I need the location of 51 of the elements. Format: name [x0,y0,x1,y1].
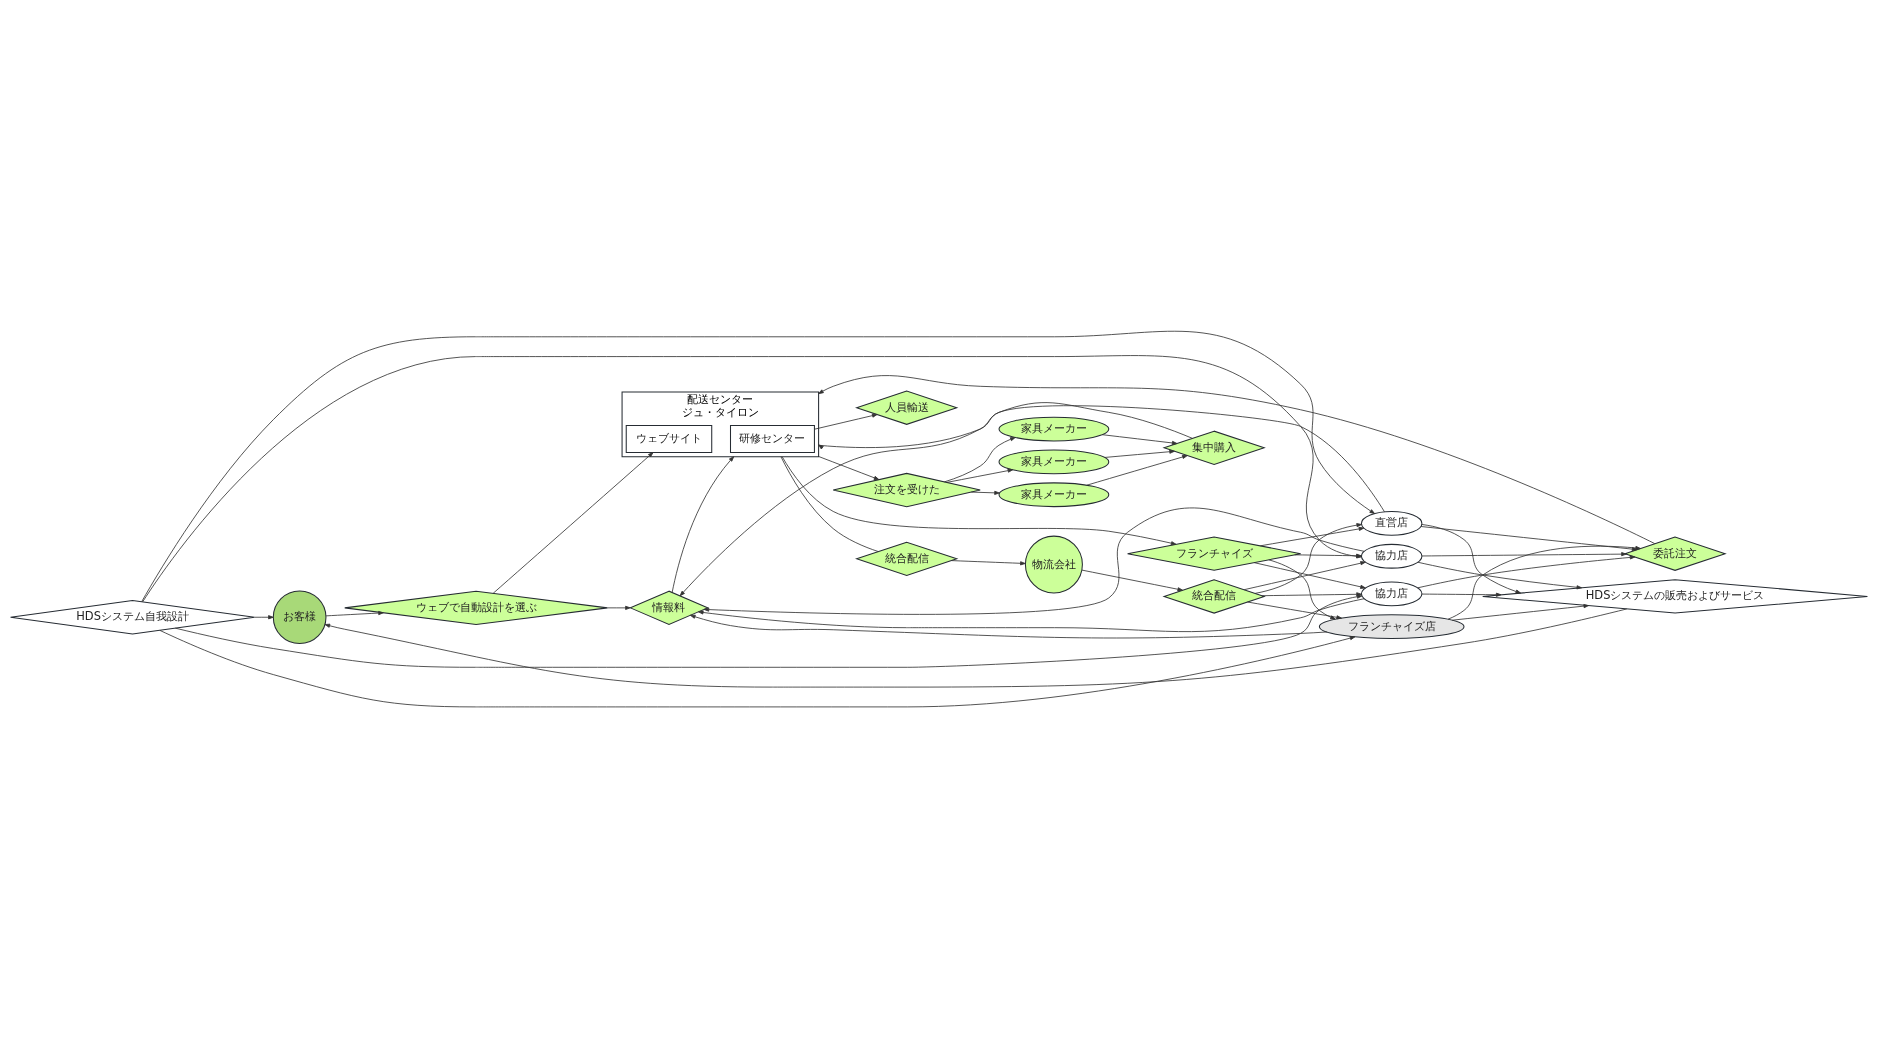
arrow [1259,526,1365,547]
arrow [325,611,384,617]
arrow [1104,449,1175,458]
arrow [174,594,1363,668]
arrow [1417,561,1583,590]
arrow [1253,562,1366,589]
arrow [254,615,274,620]
arrow [1261,592,1362,597]
arrow [1447,545,1641,620]
arrow [324,608,1628,688]
arrow [1268,559,1336,620]
arrow [1243,561,1366,591]
arrow [818,375,1656,544]
node-circle: 物流会社 [1024,535,1083,594]
arrow [951,560,1026,566]
node-diamond: 人員輸送 [855,390,959,425]
arrow [818,402,1193,450]
arrow [492,452,654,594]
node-ellipse: 家具メーカー [998,482,1110,508]
node-circle: お客様 [272,590,327,645]
node-diamond: HDSシステムの販売およびサービス [1482,579,1868,614]
arrow [814,413,878,430]
arrow [1420,526,1638,552]
arrow [1451,604,1590,621]
arrow [1081,569,1183,592]
arrow [1421,552,1627,557]
arrow [946,468,1014,483]
node-diamond: フランチャイズ [1127,536,1302,571]
node-box: 研修センター [730,424,815,454]
connector [780,456,879,552]
arrow [689,614,1328,639]
arrow [1421,592,1502,597]
arrow [1247,601,1342,620]
arrow [818,456,880,480]
arrow [1086,454,1188,486]
arrow [698,598,1365,632]
node-diamond: ウェブで自動設計を選ぶ [344,590,608,626]
arrow [1101,434,1178,445]
node-diamond: 統合配信 [1162,579,1266,614]
node-diamond: HDSシステム自我設計 [10,600,256,635]
arrow [1421,524,1522,594]
arrow [970,490,1000,495]
node-diamond: 集中購入 [1162,430,1266,466]
arrow [943,437,1016,483]
arrow [607,605,631,610]
arrow [159,629,1356,708]
arrow [671,456,735,593]
node-box: ウェブサイト [625,424,713,454]
arrow [1417,555,1636,589]
arrow [781,456,1177,546]
node-diamond: 統合配信 [855,541,959,577]
